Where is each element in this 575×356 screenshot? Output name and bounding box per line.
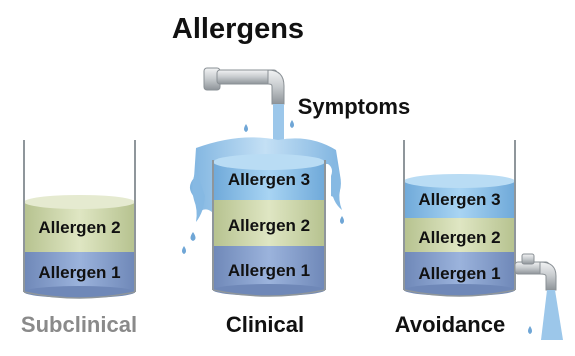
water-drop-icon	[182, 246, 186, 254]
bucket-layer-label: Allergen 3	[418, 190, 500, 209]
bucket-layer-label: Allergen 2	[418, 228, 500, 247]
water-drop-icon	[340, 216, 344, 224]
bucket-layer-label: Allergen 1	[228, 261, 310, 280]
top-faucet-icon	[204, 68, 284, 104]
bucket-subclinical: Allergen 2 Allergen 1	[24, 140, 135, 298]
bucket-layer-label: Allergen 3	[228, 170, 310, 189]
water-drop-icon	[244, 124, 248, 132]
drain-tap-icon	[515, 254, 556, 290]
clinical-label: Clinical	[226, 312, 304, 337]
bucket-avoidance: Allergen 3 Allergen 2 Allergen 1	[404, 140, 515, 296]
bucket-layer-label: Allergen 2	[228, 216, 310, 235]
bucket-layer-label: Allergen 1	[418, 264, 500, 283]
drain-stream	[541, 290, 563, 340]
bucket-layer-label: Allergen 1	[38, 263, 120, 282]
subclinical-label: Subclinical	[21, 312, 137, 337]
avoidance-label: Avoidance	[395, 312, 505, 337]
water-drop-icon	[528, 326, 532, 334]
symptoms-label: Symptoms	[298, 94, 410, 119]
bucket-clinical: Allergen 3 Allergen 2 Allergen 1	[182, 137, 344, 296]
diagram-title: Allergens	[172, 13, 304, 45]
water-drop-icon	[191, 232, 196, 241]
water-drop-icon	[290, 120, 294, 128]
bucket-layer-label: Allergen 2	[38, 218, 120, 237]
